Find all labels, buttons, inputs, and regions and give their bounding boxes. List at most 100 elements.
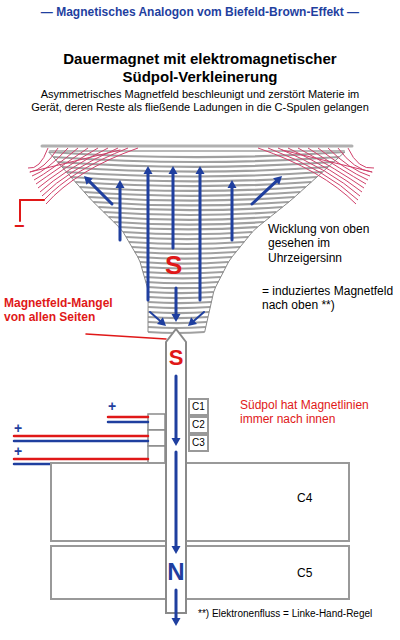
arrow-head — [169, 166, 178, 174]
note: Südpol hat Magnetlinien immer nach innen — [240, 398, 392, 427]
note: = induziertes Magnetfeld nach oben **) — [262, 284, 394, 313]
red-mesh — [42, 148, 118, 196]
coil-block: C5 — [50, 545, 350, 600]
pole-letter: N — [165, 560, 187, 584]
field-arrow — [150, 312, 160, 321]
coil-winding — [147, 287, 215, 288]
field-arrow — [175, 288, 178, 314]
red-mesh — [268, 148, 358, 200]
arrow-head — [144, 166, 153, 174]
coil-winding — [126, 237, 248, 239]
field-arrow — [199, 174, 202, 300]
arrow-head — [172, 438, 181, 446]
terminal-sign: + — [14, 444, 28, 458]
coil-block — [148, 430, 165, 446]
coil-winding — [80, 187, 306, 191]
heading: Dauermagnet mit elektromagnetischer Südp… — [40, 50, 360, 86]
field-arrow — [119, 188, 122, 240]
wire — [14, 440, 148, 443]
coil-winding — [62, 167, 328, 172]
coil-winding — [144, 277, 220, 278]
coil-label: C1 — [192, 402, 205, 412]
field-arrow — [194, 312, 204, 321]
arrow-head — [196, 166, 205, 174]
terminal-sign: − — [14, 216, 32, 238]
coil-box: C1 — [188, 398, 209, 416]
coil-lid — [42, 145, 352, 148]
coil-winding — [67, 172, 323, 176]
coil-block — [148, 414, 165, 430]
coil-winding — [143, 272, 223, 273]
arrow-head — [172, 546, 181, 554]
coil-label: C3 — [192, 438, 205, 448]
field-arrow — [172, 174, 175, 248]
coil-label: C4 — [297, 492, 312, 504]
coil-label: C2 — [192, 420, 205, 430]
red-mesh — [32, 148, 68, 176]
coil-winding — [148, 302, 211, 303]
red-mesh — [28, 148, 48, 168]
subtitle: Asymmetrisches Magnetfeld beschleunigt u… — [30, 88, 370, 114]
field-arrow — [175, 590, 178, 618]
coil-winding — [148, 327, 206, 328]
coil-winding — [84, 192, 300, 196]
coil-winding — [148, 312, 209, 313]
leader-line — [86, 334, 166, 339]
coil-winding — [129, 242, 244, 244]
coil-winding — [148, 322, 207, 323]
red-mesh — [338, 148, 372, 172]
field-arrow — [90, 182, 112, 204]
wire — [108, 416, 148, 419]
terminal-sign: + — [14, 421, 28, 435]
pole-letter: S — [165, 347, 187, 369]
note: Wicklung von oben gesehen im Uhrzeigersi… — [268, 222, 394, 265]
red-mesh — [44, 148, 128, 200]
red-mesh — [328, 148, 370, 176]
permanent-magnet: SN — [165, 328, 187, 628]
coil-winding — [104, 212, 277, 215]
coil-winding — [148, 307, 210, 308]
coil-block: C4 — [50, 462, 350, 542]
callout: Magnetfeld-Mangel von allen Seiten — [4, 296, 122, 325]
wire — [14, 458, 148, 461]
coil-winding — [148, 297, 212, 298]
wire — [108, 421, 148, 424]
red-mesh — [348, 148, 374, 168]
field-arrow — [252, 181, 276, 204]
coil-winding — [109, 217, 270, 220]
coil-winding — [93, 202, 288, 205]
footnote: **) Elektronenfluss = Linke-Hand-Regel — [198, 608, 396, 620]
red-mesh — [30, 150, 120, 172]
red-mesh — [40, 148, 108, 192]
arrow-head — [172, 314, 181, 322]
arrow-head — [157, 317, 166, 326]
field-arrow — [147, 174, 150, 300]
coil-winding — [114, 222, 264, 225]
arrow-head — [116, 180, 125, 188]
field-arrow — [231, 188, 234, 240]
coil-winding — [146, 282, 218, 283]
coil-box: C3 — [188, 434, 209, 452]
field-arrow — [175, 452, 178, 546]
coil-label: C5 — [297, 567, 312, 579]
title: — Magnetisches Analogon vom Biefeld-Brow… — [0, 5, 400, 19]
coil-box: C2 — [188, 416, 209, 434]
arrow-head — [273, 176, 282, 185]
coil-winding — [142, 267, 226, 268]
coil-winding — [140, 262, 228, 264]
coil-winding — [148, 292, 214, 293]
coil-winding — [119, 227, 258, 229]
pole-letter: S — [165, 252, 189, 278]
arrow-head — [172, 618, 181, 626]
terminal-wire — [20, 199, 44, 201]
arrow-head — [84, 176, 93, 185]
coil-winding — [98, 207, 282, 210]
red-mesh — [282, 150, 372, 172]
arrow-head — [188, 317, 197, 326]
coil-winding — [135, 252, 236, 254]
arrow-head — [228, 180, 237, 188]
magnet-body — [166, 329, 186, 613]
wire — [14, 435, 148, 438]
coil-winding — [138, 257, 232, 259]
